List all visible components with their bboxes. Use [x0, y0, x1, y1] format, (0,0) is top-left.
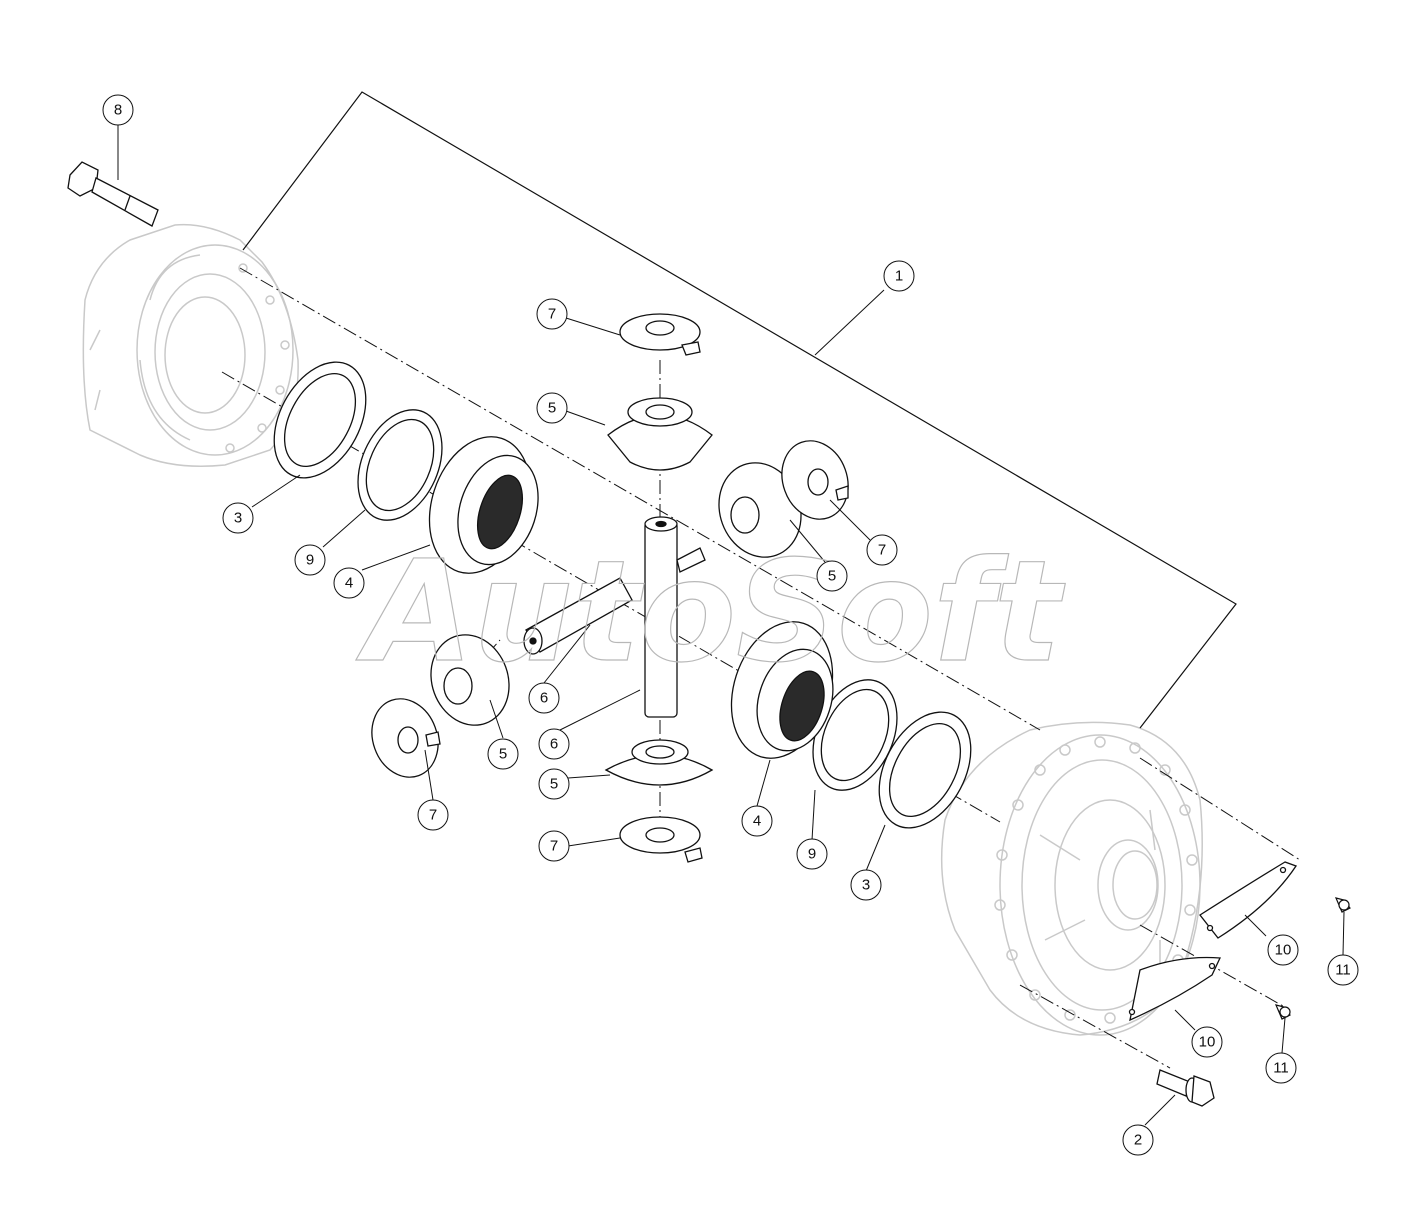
side-gears-4: [428, 436, 834, 759]
callout-7: 7: [538, 830, 570, 862]
callout-3: 3: [850, 869, 882, 901]
svg-text:8: 8: [114, 102, 122, 119]
callout-4: 4: [741, 805, 773, 837]
svg-text:11: 11: [1335, 962, 1351, 979]
svg-text:3: 3: [862, 877, 870, 894]
svg-text:2: 2: [1134, 1132, 1142, 1149]
bolt-long-8: [67, 161, 159, 227]
callout-2: 2: [1122, 1124, 1154, 1156]
svg-text:7: 7: [429, 807, 437, 824]
svg-text:1: 1: [895, 268, 903, 285]
callout-1: 1: [883, 260, 915, 292]
svg-text:7: 7: [878, 542, 886, 559]
callout-9: 9: [294, 544, 326, 576]
callout-5: 5: [536, 392, 568, 424]
housing-left-ghost: [82, 223, 299, 467]
svg-text:9: 9: [306, 552, 314, 569]
svg-text:7: 7: [550, 838, 558, 855]
callout-4: 4: [333, 567, 365, 599]
flange-bolt-2: [1156, 1069, 1215, 1107]
watermark: AutoSoft: [355, 531, 1066, 694]
callout-5: 5: [538, 768, 570, 800]
svg-text:5: 5: [550, 776, 558, 793]
callout-7: 7: [866, 534, 898, 566]
svg-text:5: 5: [499, 746, 507, 763]
callout-9: 9: [796, 838, 828, 870]
callout-6: 6: [538, 728, 570, 760]
svg-text:9: 9: [808, 846, 816, 863]
svg-text:10: 10: [1199, 1034, 1216, 1051]
thrust-washers-7: [371, 313, 849, 863]
screws-11: [1274, 897, 1351, 1020]
thrust-washers-3: [273, 361, 972, 829]
svg-text:11: 11: [1273, 1060, 1289, 1077]
callout-5: 5: [487, 738, 519, 770]
svg-text:5: 5: [548, 400, 556, 417]
callout-3: 3: [222, 502, 254, 534]
callout-11: 11: [1265, 1052, 1297, 1084]
svg-text:10: 10: [1275, 942, 1292, 959]
callout-7: 7: [536, 298, 568, 330]
callout-8: 8: [102, 94, 134, 126]
spider-gears-5: [430, 397, 802, 786]
callout-6: 6: [528, 682, 560, 714]
callout-5: 5: [816, 560, 848, 592]
leader-lines: [117, 125, 1345, 1126]
svg-text:6: 6: [540, 690, 548, 707]
svg-text:4: 4: [753, 813, 761, 830]
svg-text:5: 5: [828, 568, 836, 585]
cross-shafts-6: [523, 516, 706, 718]
callout-10: 10: [1191, 1026, 1223, 1058]
callout-10: 10: [1267, 934, 1299, 966]
lock-plates-10: [1128, 861, 1298, 1022]
svg-text:4: 4: [345, 575, 353, 592]
callout-11: 11: [1327, 954, 1359, 986]
svg-text:7: 7: [548, 306, 556, 323]
callout-7: 7: [417, 799, 449, 831]
svg-text:3: 3: [234, 510, 242, 527]
friction-discs-9: [357, 409, 898, 791]
svg-text:6: 6: [550, 736, 558, 753]
assembly-bracket: [242, 91, 1237, 729]
